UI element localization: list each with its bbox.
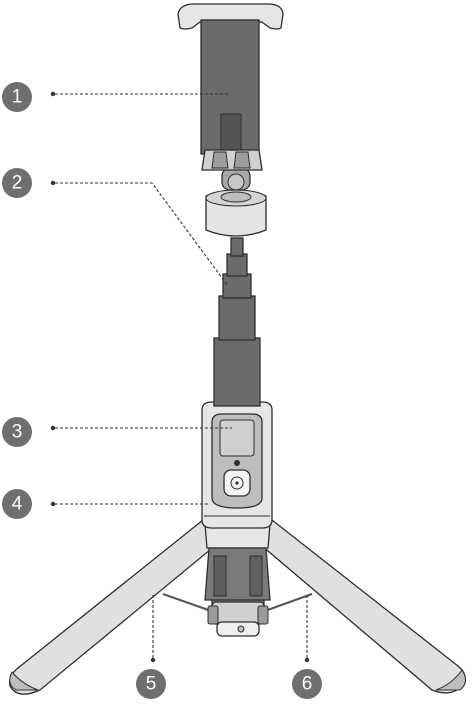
pole-mount <box>206 168 266 236</box>
callout-2: 2 <box>2 168 32 198</box>
callout-2-label: 2 <box>12 173 23 194</box>
right-leg <box>255 520 465 693</box>
callout-6: 6 <box>292 669 322 699</box>
callout-5-label: 5 <box>146 674 157 695</box>
leader-line-2 <box>55 183 228 286</box>
leg-hub <box>205 524 270 636</box>
callouts: 1 2 3 4 5 6 <box>2 82 322 699</box>
telescoping-pole <box>214 238 260 406</box>
grip-handle <box>202 402 272 528</box>
phone-clamp <box>178 4 283 170</box>
callout-6-label: 6 <box>302 674 313 695</box>
callout-4: 4 <box>2 489 32 519</box>
callout-4-label: 4 <box>12 494 23 515</box>
callout-5: 5 <box>136 669 166 699</box>
callout-3-label: 3 <box>12 422 23 443</box>
leader-lines <box>51 92 309 662</box>
callout-1-label: 1 <box>12 87 23 108</box>
callout-3: 3 <box>2 417 32 447</box>
indicator-light <box>234 460 240 466</box>
left-leg <box>10 520 222 694</box>
callout-1: 1 <box>2 82 32 112</box>
